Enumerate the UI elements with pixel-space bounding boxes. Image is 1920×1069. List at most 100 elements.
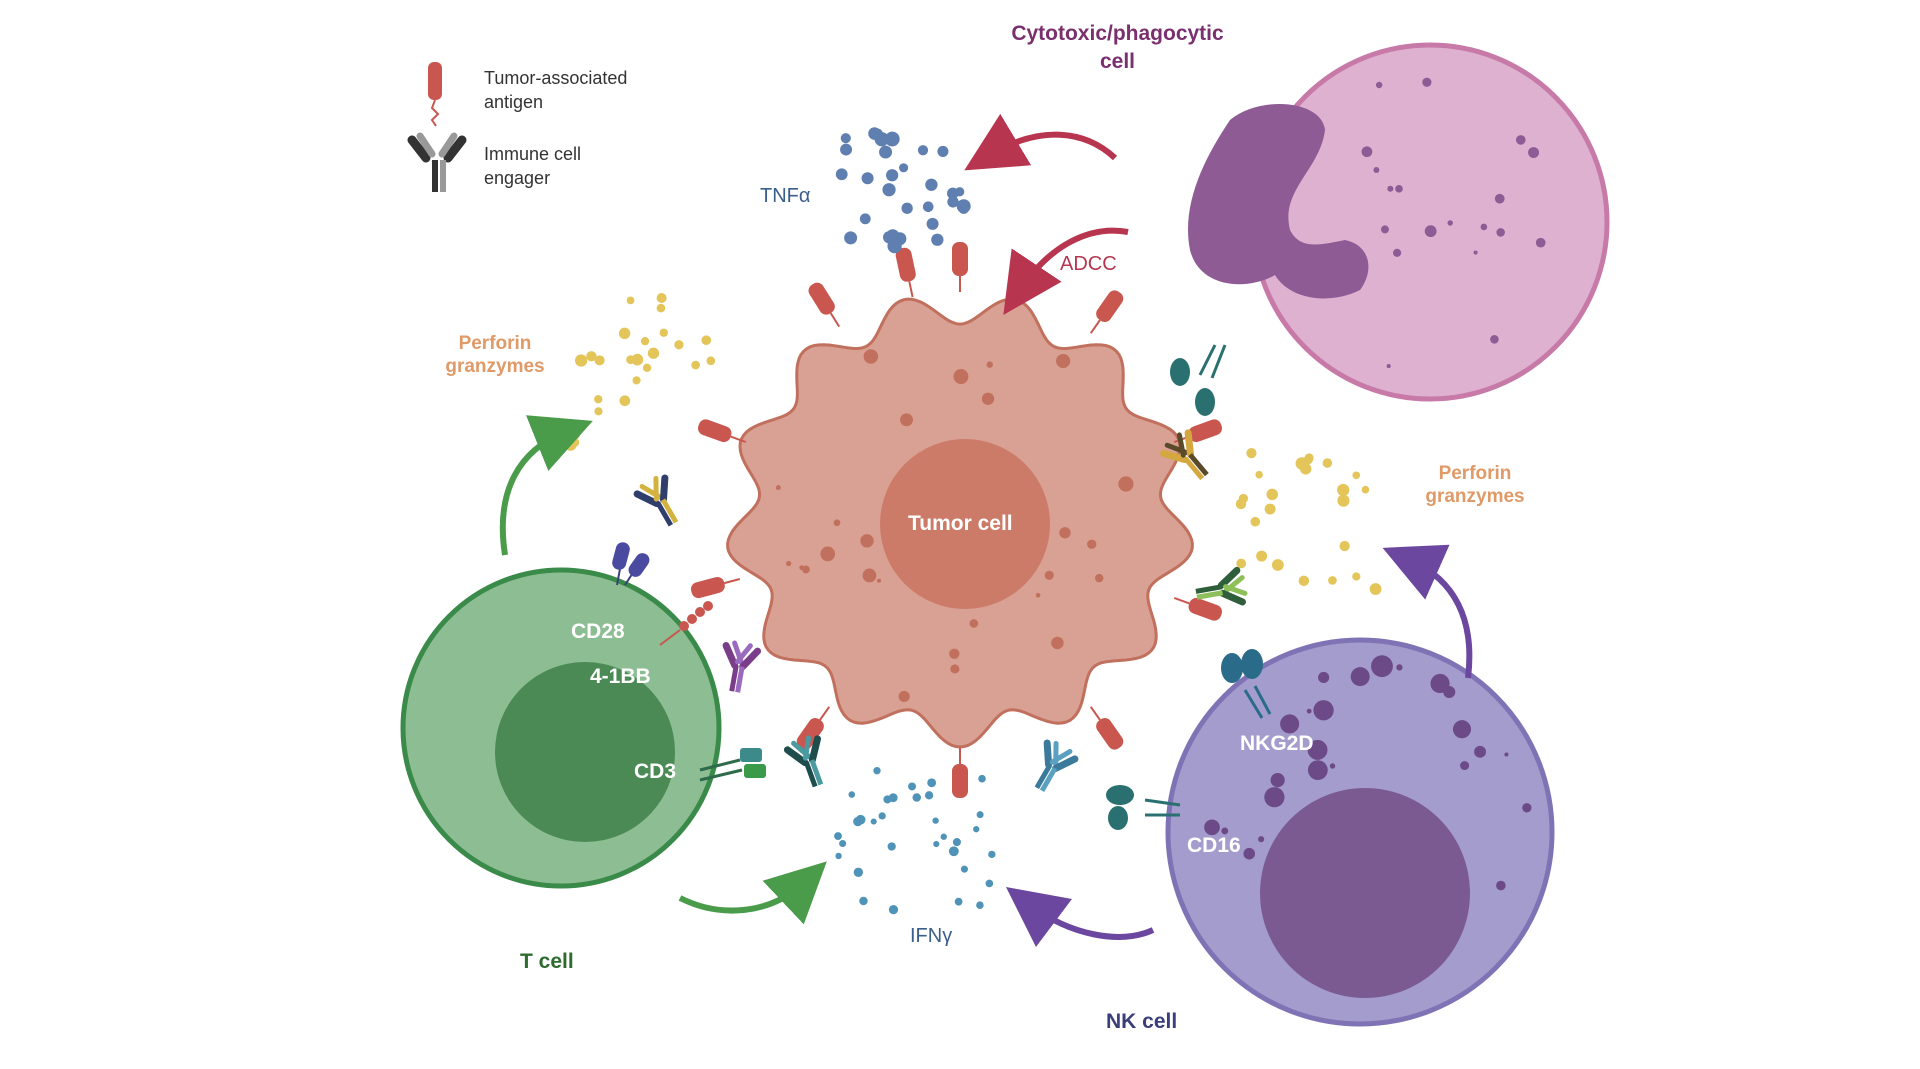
tnf-dot [884, 131, 900, 147]
ifn-dot [873, 766, 881, 775]
nkg2d-receptor [1221, 649, 1272, 719]
perforin-dot [1322, 458, 1333, 468]
nk-granule [1307, 739, 1328, 760]
perforin-dot [569, 429, 581, 440]
nk-nucleus [1260, 788, 1470, 998]
tumor-granule [953, 369, 969, 385]
perforin-dot [674, 340, 684, 350]
nk-granule [1452, 720, 1472, 739]
perforin-dot [1369, 583, 1382, 595]
ifn-dot [973, 826, 980, 833]
phagocytic-cell [1188, 42, 1610, 402]
t-cell [400, 567, 722, 889]
nk-granule [1443, 685, 1456, 699]
tumor-antigen [1089, 706, 1124, 750]
legend-antigen-icon [428, 62, 442, 127]
tumor-antigen [698, 419, 747, 443]
tumor-granule [949, 648, 960, 659]
four-1bb-receptor [659, 601, 713, 646]
ifn-dot [859, 896, 868, 906]
tnf-dot [899, 163, 909, 173]
tumor-granule [986, 361, 993, 368]
nkg2d-label: NKG2D [1240, 732, 1314, 755]
arrow-tcell-to-ifn [678, 861, 827, 925]
cd28-label: CD28 [571, 620, 625, 643]
tnf-dot [947, 196, 959, 208]
phago-granule [1496, 228, 1505, 237]
cd64-label: CD64 [1203, 300, 1257, 323]
nk-granule [1280, 714, 1300, 734]
tumor-granule [775, 485, 781, 491]
cd28-receptor [612, 542, 650, 586]
nk-granule [1243, 847, 1256, 860]
tumor-granule [900, 413, 913, 427]
perforin-dot [631, 353, 644, 366]
ifn-dot [933, 840, 940, 848]
tumor-granule [863, 349, 879, 364]
tnf-dot [835, 168, 848, 181]
phago-granule [1515, 135, 1526, 145]
perforin-dot [1256, 550, 1268, 562]
perforin-dot [1271, 559, 1284, 571]
tumor-cell [726, 297, 1194, 749]
arrow-adcc [1003, 227, 1129, 315]
arrow-tcell-to-perforin [499, 415, 593, 556]
legend-antigen-label-1: Tumor-associated [484, 68, 628, 88]
legend-antigen-label-2: antigen [484, 92, 544, 112]
perforin-dot [701, 335, 712, 346]
ifn-dot [960, 865, 968, 873]
arrow-nk-to-ifn [1005, 887, 1155, 947]
phago-granule [1361, 146, 1373, 158]
tnf-dot [926, 217, 939, 230]
ifn-dot [988, 850, 996, 859]
perforin-dot [1328, 576, 1337, 585]
engager-nkg2d [1195, 566, 1248, 606]
perforin-dot [594, 355, 605, 366]
perforin-dot [1337, 494, 1350, 507]
nk-granule [1270, 772, 1285, 788]
phago-granule [1422, 77, 1432, 87]
tumor-granule [1118, 476, 1134, 492]
tumor-antigen [895, 247, 916, 298]
ifn-dots [834, 766, 996, 915]
nk-granule [1307, 760, 1328, 780]
nk-granule [1221, 827, 1229, 835]
ifn-dot [927, 778, 937, 788]
ifn-dot [948, 846, 959, 857]
phago-granule [1373, 167, 1380, 173]
tumor-granule [1059, 527, 1071, 539]
tumor-granule [1035, 592, 1041, 598]
tumor-cell-label: Tumor cell [908, 512, 1013, 535]
phago-granule [1535, 237, 1546, 248]
ifn-label: IFNγ [910, 925, 953, 947]
perforin-dot [642, 363, 652, 373]
tumor-granule [950, 664, 960, 674]
ifn-dot [978, 774, 986, 783]
engager-cd28 [633, 474, 679, 527]
tumor-granule [1044, 570, 1054, 580]
tumor-antigen [796, 706, 831, 750]
nk-granule [1258, 836, 1265, 843]
ifn-dot [908, 782, 917, 791]
cd3-label: CD3 [634, 760, 677, 783]
perforin-dot [594, 395, 603, 404]
ifn-dot [835, 852, 842, 860]
perforin-dot [632, 376, 641, 385]
arrow-phago-to-tnf [964, 113, 1118, 171]
perforin-dot [1303, 454, 1314, 465]
legend-engager-icon [407, 132, 467, 192]
phago-granule [1447, 220, 1453, 226]
tnf-dot [925, 178, 938, 191]
nk-granule [1313, 700, 1334, 721]
ifn-dot [887, 842, 896, 851]
ifn-dot [839, 839, 847, 848]
cd64-receptor [1170, 344, 1227, 416]
tnf-label: TNFα [760, 185, 811, 207]
tumor-nucleus [880, 439, 1050, 609]
ifn-dot [952, 838, 961, 847]
nk-cell-label: NK cell [1106, 1010, 1178, 1033]
ifn-dot [883, 795, 892, 804]
phago-granule [1473, 250, 1478, 255]
tumor-antigen [690, 576, 741, 599]
